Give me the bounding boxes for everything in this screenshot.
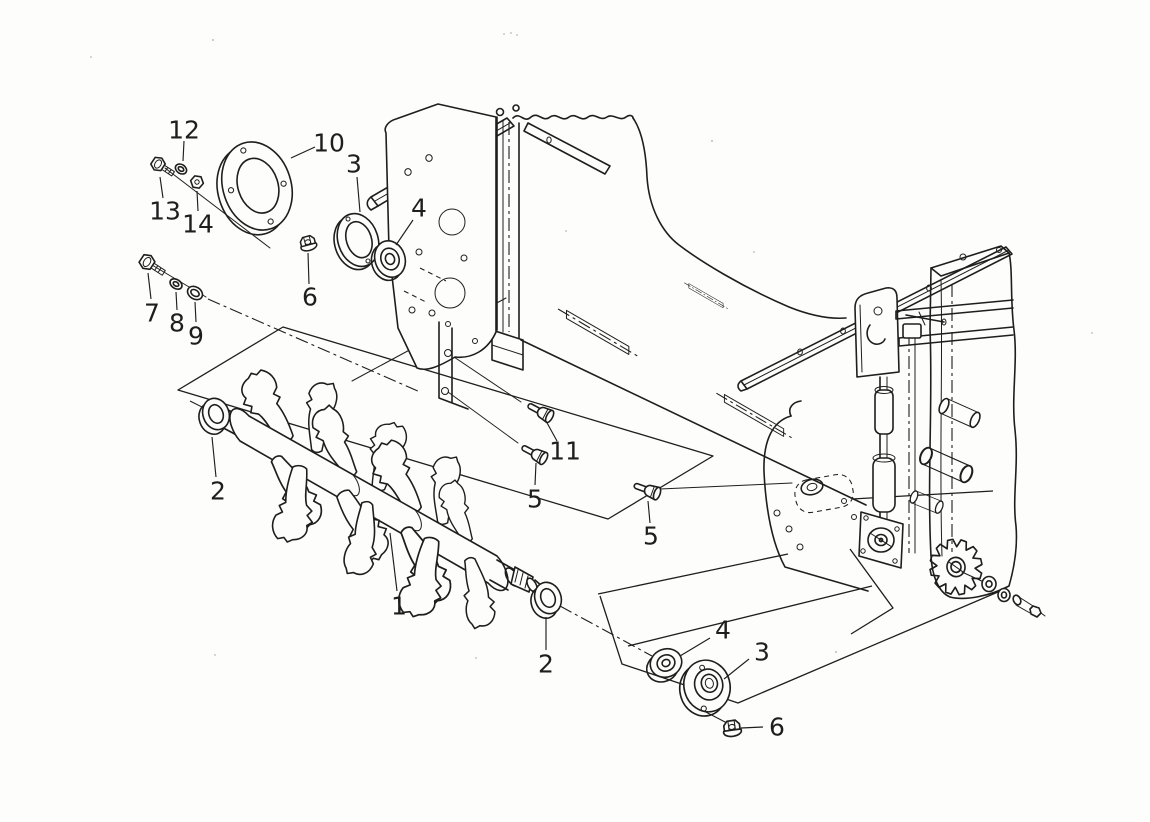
callout-label-2a: 2 bbox=[210, 477, 226, 506]
bearing-2-right bbox=[530, 581, 563, 620]
callout-label-9: 9 bbox=[188, 322, 204, 351]
seal-ring-3 bbox=[333, 212, 380, 271]
callout-label-11: 11 bbox=[549, 437, 581, 466]
callout-leader-3b bbox=[723, 658, 750, 680]
bearing-4-upper bbox=[370, 240, 407, 282]
washer-12 bbox=[174, 163, 188, 175]
callout-leader-3a bbox=[356, 176, 361, 213]
nut-6-upper bbox=[297, 233, 319, 254]
callout-leader-4a bbox=[395, 219, 414, 246]
callout-label-6a: 6 bbox=[302, 283, 318, 312]
callout-leader-12 bbox=[182, 140, 185, 162]
bolt-13 bbox=[149, 156, 175, 177]
bolt-11 bbox=[524, 398, 557, 425]
callout-label-3b: 3 bbox=[754, 638, 770, 667]
bolt-5-left bbox=[518, 440, 551, 467]
callout-label-7: 7 bbox=[144, 299, 160, 328]
upper-left-parts bbox=[138, 141, 407, 301]
callout-leader-4b bbox=[679, 637, 711, 657]
rotor-shaft-assembly bbox=[198, 363, 563, 631]
bearing-4-lower bbox=[645, 647, 683, 683]
callout-leader-2a bbox=[211, 436, 217, 478]
sprocket-washer bbox=[981, 575, 997, 593]
callout-label-10: 10 bbox=[313, 129, 345, 158]
callout-label-4b: 4 bbox=[715, 616, 731, 645]
callout-leader-5a bbox=[534, 462, 537, 486]
housing-gearbox-plate bbox=[763, 400, 904, 592]
bolt-5-right bbox=[631, 478, 663, 502]
bolt-7 bbox=[138, 253, 166, 276]
sprocket-lock-washer bbox=[997, 587, 1011, 603]
bearing-2-left bbox=[198, 397, 231, 436]
callout-label-2b: 2 bbox=[538, 650, 554, 679]
housing-deck bbox=[512, 114, 867, 506]
callout-leader-5b bbox=[647, 500, 651, 524]
callout-leader-13 bbox=[159, 176, 164, 199]
machine-housing bbox=[366, 103, 1018, 600]
callout-leader-6a bbox=[307, 252, 310, 285]
flange-hub-3 bbox=[678, 659, 732, 717]
callout-label-8: 8 bbox=[169, 309, 185, 338]
sprocket-bolt bbox=[1012, 594, 1046, 618]
callout-label-12: 12 bbox=[168, 116, 200, 145]
flange-plate-10 bbox=[216, 141, 293, 236]
washer-9 bbox=[186, 285, 204, 301]
housing-rear-frame bbox=[737, 245, 1018, 600]
callout-leader-1 bbox=[389, 532, 398, 592]
callout-leader-10 bbox=[290, 146, 316, 159]
callout-leader-8 bbox=[175, 291, 178, 311]
sprocket-wheel bbox=[929, 538, 983, 596]
callout-leader-6b bbox=[740, 726, 764, 729]
callout-label-3a: 3 bbox=[346, 150, 362, 179]
callout-label-6b: 6 bbox=[769, 713, 785, 742]
callout-label-5a: 5 bbox=[527, 485, 543, 514]
callout-label-5b: 5 bbox=[643, 522, 659, 551]
lower-right-parts bbox=[645, 647, 743, 739]
nut-14 bbox=[189, 175, 205, 189]
callout-label-4a: 4 bbox=[411, 194, 427, 223]
callout-leader-7 bbox=[147, 272, 152, 300]
callout-leader-11 bbox=[545, 420, 558, 442]
washer-8 bbox=[169, 278, 183, 290]
callout-label-1: 1 bbox=[391, 592, 407, 621]
callout-label-14: 14 bbox=[182, 210, 214, 239]
scan-noise bbox=[90, 32, 1093, 659]
shaft-splined-end bbox=[489, 559, 544, 595]
callout-leader-14 bbox=[196, 190, 199, 212]
callout-label-13: 13 bbox=[149, 197, 181, 226]
sprocket-group bbox=[929, 538, 1046, 618]
housing-side-plate bbox=[384, 103, 497, 410]
housing-channel-column bbox=[491, 104, 524, 371]
callout-leader-9 bbox=[194, 301, 197, 323]
